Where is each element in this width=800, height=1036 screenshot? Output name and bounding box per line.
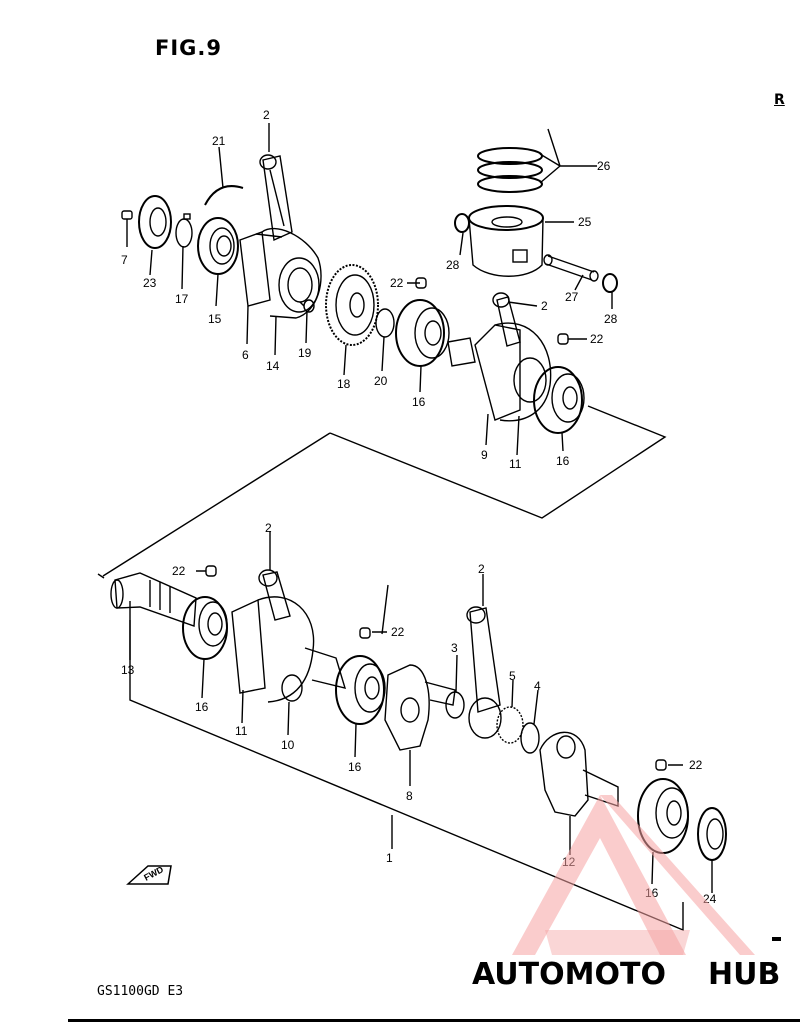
label-9: 9 bbox=[481, 448, 488, 462]
part-dowel-22-lower-a bbox=[205, 565, 217, 577]
lower-axis-line bbox=[97, 573, 105, 579]
label-28: 28 bbox=[604, 312, 618, 326]
label-6: 6 bbox=[242, 348, 249, 362]
part-bearing-16-upper-b bbox=[533, 366, 585, 434]
part-connecting-rod-upper-right bbox=[492, 292, 521, 347]
part-shaft-13 bbox=[110, 572, 197, 627]
part-piston-pin-27 bbox=[543, 254, 599, 282]
part-bearing-16-lower-b bbox=[335, 655, 386, 725]
part-clip-21 bbox=[204, 185, 244, 206]
label-2: 2 bbox=[263, 108, 270, 122]
part-crank-11-10 bbox=[231, 596, 347, 703]
part-bearing-15 bbox=[197, 217, 239, 275]
label-17: 17 bbox=[175, 292, 189, 306]
label-16: 16 bbox=[556, 454, 570, 468]
part-circlip-28-left bbox=[454, 213, 470, 233]
part-oil-seal-23 bbox=[138, 195, 172, 249]
watermark-text-hub: HUB bbox=[708, 957, 780, 992]
label-15: 15 bbox=[208, 312, 222, 326]
label-22: 22 bbox=[590, 332, 604, 346]
part-connecting-rod-lower-b bbox=[466, 606, 502, 739]
part-labels: 2 21 7 23 17 15 6 14 19 18 20 22 16 9 11… bbox=[121, 108, 717, 906]
part-crank-web-12 bbox=[539, 731, 619, 817]
label-22: 22 bbox=[172, 564, 186, 578]
part-circlip-17 bbox=[175, 213, 193, 248]
label-7: 7 bbox=[121, 253, 128, 267]
model-code: GS1100GD E3 bbox=[97, 984, 184, 999]
watermark-text-auto: AUTOMOTO bbox=[472, 957, 666, 992]
part-connecting-rod-upper-left bbox=[259, 154, 293, 242]
label-28: 28 bbox=[446, 258, 460, 272]
label-4: 4 bbox=[534, 679, 541, 693]
label-19: 19 bbox=[298, 346, 312, 360]
part-bearing-16-upper-a bbox=[395, 299, 450, 367]
label-3: 3 bbox=[451, 641, 458, 655]
label-18: 18 bbox=[337, 377, 351, 391]
part-washer-3 bbox=[445, 691, 465, 719]
label-16: 16 bbox=[348, 760, 362, 774]
label-22: 22 bbox=[391, 625, 405, 639]
label-14: 14 bbox=[266, 359, 280, 373]
label-26: 26 bbox=[597, 159, 611, 173]
upper-group-outline bbox=[102, 405, 667, 577]
part-dowel-22-upper-b bbox=[557, 333, 569, 345]
corner-mark: R bbox=[774, 92, 785, 108]
part-crank-web-8 bbox=[384, 664, 456, 751]
label-22: 22 bbox=[689, 758, 703, 772]
part-gear-18 bbox=[325, 264, 379, 346]
part-bearing-16-lower-a bbox=[182, 596, 228, 660]
label-20: 20 bbox=[374, 374, 388, 388]
label-23: 23 bbox=[143, 276, 157, 290]
part-oil-seal-24 bbox=[697, 807, 727, 861]
label-2: 2 bbox=[478, 562, 485, 576]
label-1: 1 bbox=[386, 851, 393, 865]
label-2: 2 bbox=[265, 521, 272, 535]
label-21: 21 bbox=[212, 134, 226, 148]
watermark-logo: AUTOMOTO HUB bbox=[472, 795, 780, 992]
part-piston-25 bbox=[468, 205, 544, 277]
label-11: 11 bbox=[509, 457, 522, 471]
label-5: 5 bbox=[509, 669, 516, 683]
part-dowel-22-lower-b bbox=[359, 627, 371, 639]
label-10: 10 bbox=[281, 738, 295, 752]
label-16: 16 bbox=[412, 395, 426, 409]
right-margin-mark bbox=[772, 937, 781, 941]
part-crank-web-6-14 bbox=[239, 227, 322, 319]
label-11: 11 bbox=[235, 724, 248, 738]
fwd-arrow-icon bbox=[126, 865, 172, 885]
label-2: 2 bbox=[541, 299, 548, 313]
part-dowel-22-lower-c bbox=[655, 759, 667, 771]
label-22: 22 bbox=[390, 276, 404, 290]
part-washer-4 bbox=[520, 722, 540, 754]
label-27: 27 bbox=[565, 290, 579, 304]
part-dowel-7 bbox=[121, 210, 133, 220]
part-washer-20 bbox=[375, 308, 395, 338]
part-needle-bearing-5 bbox=[496, 706, 524, 744]
part-connecting-rod-lower-a bbox=[258, 569, 291, 621]
part-pin-19 bbox=[299, 299, 315, 313]
label-8: 8 bbox=[406, 789, 413, 803]
part-circlip-28-right bbox=[602, 273, 618, 293]
lower-group-outline bbox=[129, 601, 684, 932]
part-crank-9-11 bbox=[447, 322, 552, 422]
label-16: 16 bbox=[195, 700, 209, 714]
part-piston-rings-26 bbox=[477, 147, 543, 193]
figure-title: FIG.9 bbox=[155, 36, 222, 60]
label-13: 13 bbox=[121, 663, 135, 677]
bottom-rule bbox=[68, 1019, 800, 1022]
label-25: 25 bbox=[578, 215, 592, 229]
